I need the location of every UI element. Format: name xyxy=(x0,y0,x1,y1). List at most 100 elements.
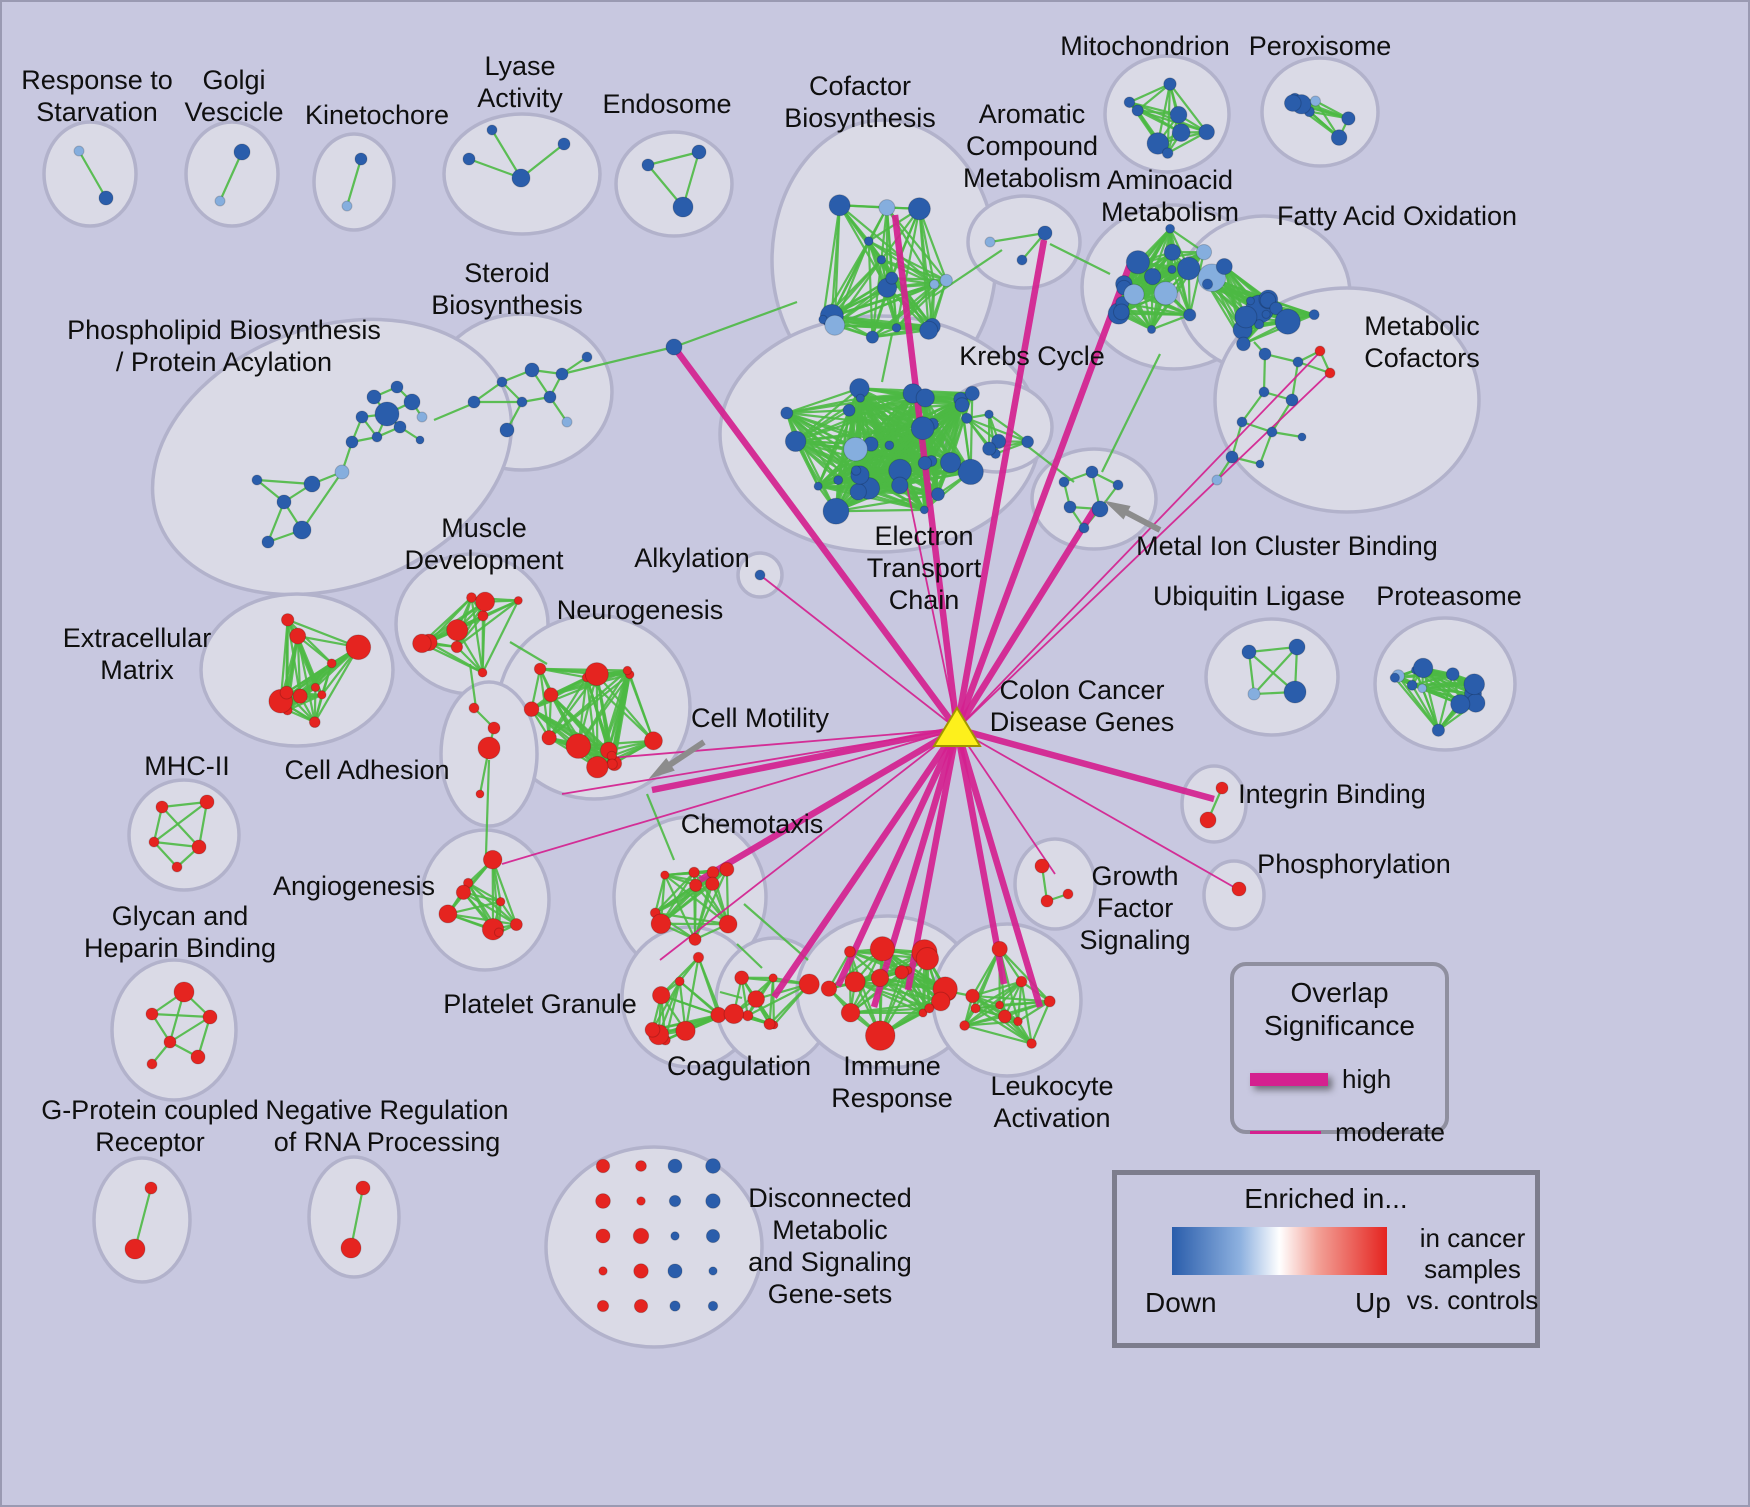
green-edge xyxy=(520,143,565,179)
gene-set-node-mitochondrion xyxy=(1169,105,1188,124)
gene-set-node-extracellular-matrix xyxy=(310,682,321,693)
green-edge xyxy=(1422,667,1440,731)
gene-set-node-ubiquitin-ligase xyxy=(1247,687,1261,701)
gene-set-node-disconnected-gene-sets xyxy=(667,1158,683,1174)
gene-set-node-electron-transport-chain xyxy=(833,475,844,486)
gene-set-node-krebs-cycle xyxy=(984,409,994,420)
gene-set-node-angiogenesis xyxy=(455,884,472,901)
gene-set-node-integrin-binding xyxy=(1199,811,1217,829)
green-edge xyxy=(881,258,947,282)
green-edge xyxy=(872,329,929,339)
gene-set-node-krebs-cycle xyxy=(1021,435,1035,449)
gene-set-node-mhc-ii xyxy=(191,839,207,855)
green-edge xyxy=(794,387,861,443)
gene-set-node-phospholipid-biosynthesis xyxy=(276,494,292,510)
green-edge xyxy=(1030,1000,1051,1045)
enrichment-gradient xyxy=(1172,1227,1387,1275)
gene-set-node-aminoacid-metabolism xyxy=(1167,264,1177,275)
gene-set-node-metal-ion-cluster-binding xyxy=(1078,522,1090,534)
overlap-legend-title: Overlap Significance xyxy=(1264,977,1415,1041)
enriched-legend-title: Enriched in... xyxy=(1244,1183,1408,1214)
gene-set-node-aminoacid-metabolism xyxy=(1165,223,1176,234)
green-edge xyxy=(880,207,888,260)
green-edge xyxy=(1169,83,1208,133)
green-edge xyxy=(539,668,580,747)
gene-set-node-metabolic-cofactors xyxy=(1266,426,1278,438)
gene-set-node-glycan-heparin-binding xyxy=(146,1058,158,1070)
gene-set-node-krebs-cycle xyxy=(991,433,1007,449)
gene-set-node-steroid-biosynthesis xyxy=(524,362,540,378)
gene-set-node-peroxisome xyxy=(1330,129,1348,146)
gene-set-node-neurogenesis xyxy=(584,662,609,687)
overlap-edge-moderate xyxy=(561,728,958,795)
green-edge xyxy=(964,1020,1019,1027)
gene-set-node-aminoacid-metabolism xyxy=(1143,267,1162,286)
gene-set-node-metal-ion-cluster-binding xyxy=(1112,479,1124,491)
gene-set-node-immune-response xyxy=(915,947,940,971)
green-edge xyxy=(663,874,697,940)
overlap-edge-high xyxy=(671,345,960,731)
green-intercluster-edge xyxy=(433,402,473,422)
gene-set-node-disconnected-gene-sets xyxy=(632,1227,650,1245)
gene-set-node-immune-response xyxy=(869,936,896,962)
green-edge xyxy=(1271,430,1303,439)
green-edge xyxy=(918,208,948,281)
green-edge xyxy=(1016,981,1023,1022)
green-intercluster-edge xyxy=(931,249,1003,298)
gene-set-node-mitochondrion xyxy=(1198,123,1215,141)
overlap-edge-high xyxy=(953,262,1134,731)
green-edge xyxy=(161,806,200,848)
green-edge xyxy=(900,971,931,1009)
overlap-edge-moderate xyxy=(956,728,1240,891)
gene-set-node-krebs-cycle xyxy=(961,412,973,424)
overlap-edge-moderate xyxy=(956,351,1321,730)
green-intercluster-edge xyxy=(484,759,491,855)
green-edge xyxy=(349,1187,365,1249)
green-edge xyxy=(313,646,360,723)
green-edge xyxy=(786,387,860,415)
green-edge xyxy=(1230,421,1244,458)
green-intercluster-edge xyxy=(1049,243,1111,275)
gene-set-node-aminoacid-metabolism xyxy=(1153,281,1178,306)
gene-set-node-muscle-development xyxy=(450,640,464,654)
gene-set-node-coagulation xyxy=(723,1003,745,1025)
green-edge xyxy=(693,885,697,940)
gene-set-node-chemotaxis xyxy=(688,866,700,879)
green-edge xyxy=(647,150,700,167)
gene-set-node-metal-ion-cluster-binding xyxy=(1091,500,1109,518)
green-edge xyxy=(786,412,857,451)
gene-set-node-muscle-development xyxy=(412,633,432,654)
gene-set-node-disconnected-gene-sets xyxy=(636,1196,646,1206)
cluster-ellipse-growth-factor-signaling xyxy=(1013,837,1097,931)
gene-set-node-extracellular-matrix xyxy=(279,685,294,700)
green-edge xyxy=(1017,1000,1051,1023)
gene-set-node-junction-node xyxy=(665,338,683,356)
gene-set-node-immune-response xyxy=(864,1020,896,1051)
enriched-note: in cancer samples vs. controls xyxy=(1406,1223,1539,1315)
green-edge xyxy=(595,673,655,742)
gene-set-node-aminoacid-metabolism xyxy=(1125,250,1151,275)
gene-set-node-proteasome xyxy=(1417,683,1428,694)
gene-set-node-disconnected-gene-sets xyxy=(635,1160,647,1172)
green-edge xyxy=(1241,420,1273,434)
gene-set-node-electron-transport-chain xyxy=(919,505,929,515)
gene-set-node-lyase-activity xyxy=(462,152,476,166)
gene-set-node-cell-adhesion xyxy=(477,736,501,760)
green-edge xyxy=(918,208,936,285)
gene-set-node-electron-transport-chain xyxy=(822,497,850,525)
green-edge xyxy=(577,669,629,747)
gene-set-node-aminoacid-metabolism xyxy=(1123,283,1145,305)
gene-set-node-aminoacid-metabolism xyxy=(1195,243,1213,261)
green-edge xyxy=(153,840,200,849)
gene-set-node-extracellular-matrix xyxy=(280,613,295,627)
gene-set-node-electron-transport-chain xyxy=(784,430,807,452)
green-edge xyxy=(684,957,700,1032)
magenta-edges xyxy=(501,214,1330,1008)
gene-set-node-disconnected-gene-sets xyxy=(595,1228,611,1244)
green-edge xyxy=(1262,353,1267,393)
gene-set-node-electron-transport-chain xyxy=(891,476,909,495)
gene-set-node-disconnected-gene-sets xyxy=(668,1194,682,1208)
gene-set-node-muscle-development xyxy=(475,591,496,612)
gene-set-node-angiogenesis xyxy=(509,918,523,932)
gene-set-node-disconnected-gene-sets xyxy=(707,1300,719,1312)
